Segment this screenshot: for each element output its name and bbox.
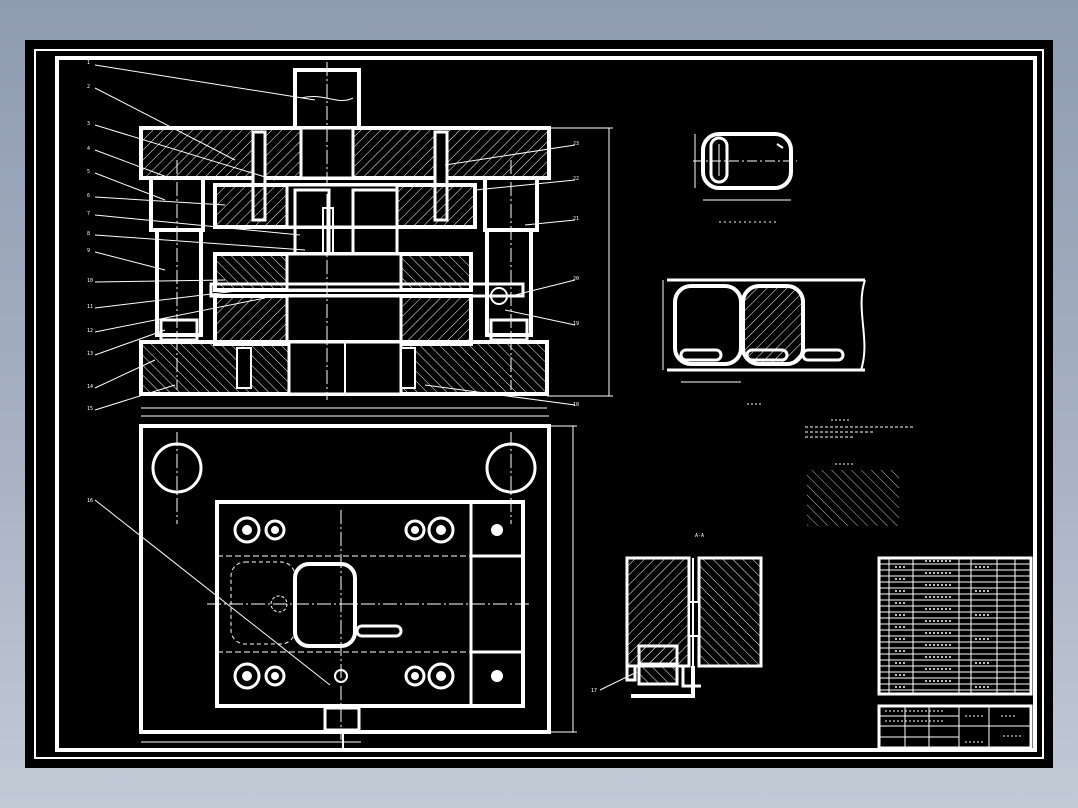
part-no-14: 14 [87,384,93,390]
part-number-labels: 1 2 3 4 5 6 7 8 9 10 11 12 13 14 15 23 2… [87,60,704,694]
part-no-18: 18 [573,402,579,408]
part-leader-lines [94,64,638,691]
part-no-17: 17 [591,688,597,694]
front-section-view [139,62,613,409]
part-no-4: 4 [87,146,90,152]
part-no-11: 11 [87,304,93,310]
section-detail-a-a [625,556,763,698]
part-no-7: 7 [87,211,90,217]
part-no-19: 19 [573,321,579,327]
part-no-2: 2 [87,84,90,90]
part-no-1: 1 [87,60,90,66]
section-label: A-A [695,533,704,539]
bom-cell-marks [895,560,991,688]
part-no-15: 15 [87,406,93,412]
part-no-8: 8 [87,231,90,237]
part-no-16: 16 [87,498,93,504]
part-no-21: 21 [573,216,579,222]
bom-rows [879,563,1031,691]
part-no-13: 13 [87,351,93,357]
part-drawing [693,132,797,223]
part-no-23: 23 [573,141,579,147]
part-no-12: 12 [87,328,93,334]
die-assembly-drawing: 1 2 3 4 5 6 7 8 9 10 11 12 13 14 15 23 2… [34,49,1044,759]
part-no-6: 6 [87,193,90,199]
part-no-5: 5 [87,169,90,175]
part-no-9: 9 [87,248,90,254]
technical-notes [805,419,915,526]
part-no-10: 10 [87,278,93,284]
part-no-20: 20 [573,276,579,282]
cad-viewport[interactable]: 1 2 3 4 5 6 7 8 9 10 11 12 13 14 15 23 2… [25,40,1053,768]
bill-of-materials [877,556,1033,696]
strip-layout [662,278,866,405]
part-no-3: 3 [87,121,90,127]
part-no-22: 22 [573,176,579,182]
sheet-frame [34,49,1044,759]
plan-view [139,415,577,750]
title-block [877,704,1033,750]
